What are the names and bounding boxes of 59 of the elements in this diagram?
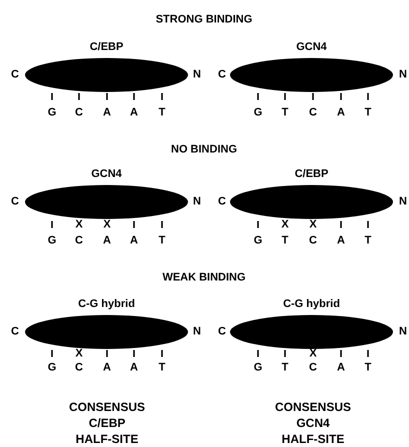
base-letter: A [103, 362, 111, 374]
consensus-label: CONSENSUS GCN4 HALF-SITE [275, 399, 351, 447]
protein-name: C-G hybrid [283, 298, 340, 311]
base-letter: T [364, 362, 372, 374]
terminus-label: C [11, 68, 19, 82]
base-letter: G [48, 234, 56, 248]
terminus-label: C [11, 196, 19, 208]
terminus-label: N [193, 196, 201, 208]
base-letter: T [158, 106, 166, 120]
terminus-label: N [399, 196, 407, 208]
base-letter: A [337, 234, 345, 248]
base-letter: G [254, 106, 262, 120]
terminus-label: N [399, 68, 407, 82]
consensus-label: CONSENSUS C/EBP HALF-SITE [69, 399, 145, 447]
base-letter: C [309, 234, 317, 248]
base-letter: T [158, 234, 166, 248]
terminus-label: C [218, 68, 226, 82]
base-letter: T [282, 106, 288, 120]
mismatch-mark: X [75, 218, 83, 232]
mismatch-mark: X [281, 218, 289, 232]
terminus-label: C [218, 326, 226, 338]
base-letter: A [103, 106, 111, 120]
protein-name: GCN4 [296, 41, 327, 54]
base-letter: A [130, 362, 138, 374]
base-letter: G [254, 362, 262, 374]
section-heading: NO BINDING [171, 144, 237, 156]
protein-name: C/EBP [294, 168, 328, 181]
mismatch-mark: X [75, 348, 83, 360]
base-letter: A [103, 234, 111, 248]
base-letter: A [130, 106, 138, 120]
base-letter: T [158, 362, 166, 374]
terminus-label: C [218, 196, 226, 208]
section-heading: WEAK BINDING [162, 272, 246, 284]
protein-name: GCN4 [91, 168, 122, 181]
base-letter: G [254, 234, 262, 248]
mismatch-mark: X [309, 218, 317, 232]
base-letter: A [337, 362, 345, 374]
terminus-label: N [193, 326, 201, 338]
mismatch-mark: X [309, 348, 317, 360]
terminus-label: C [11, 326, 19, 338]
terminus-label: N [399, 326, 407, 338]
base-letter: A [130, 234, 138, 248]
base-letter: G [48, 362, 56, 374]
terminus-label: N [193, 68, 201, 82]
protein-name: C/EBP [90, 41, 124, 54]
base-letter: A [337, 106, 345, 120]
base-letter: T [282, 362, 288, 374]
base-letter: C [309, 362, 317, 374]
base-letter: T [282, 234, 288, 248]
base-letter: T [364, 106, 372, 120]
base-letter: G [48, 106, 56, 120]
base-letter: C [75, 234, 83, 248]
base-letter: T [364, 234, 372, 248]
mismatch-mark: X [103, 218, 111, 232]
base-letter: C [309, 106, 317, 120]
base-letter: C [75, 362, 83, 374]
base-letter: C [75, 106, 83, 120]
protein-name: C-G hybrid [78, 298, 135, 311]
section-heading: STRONG BINDING [156, 14, 252, 26]
